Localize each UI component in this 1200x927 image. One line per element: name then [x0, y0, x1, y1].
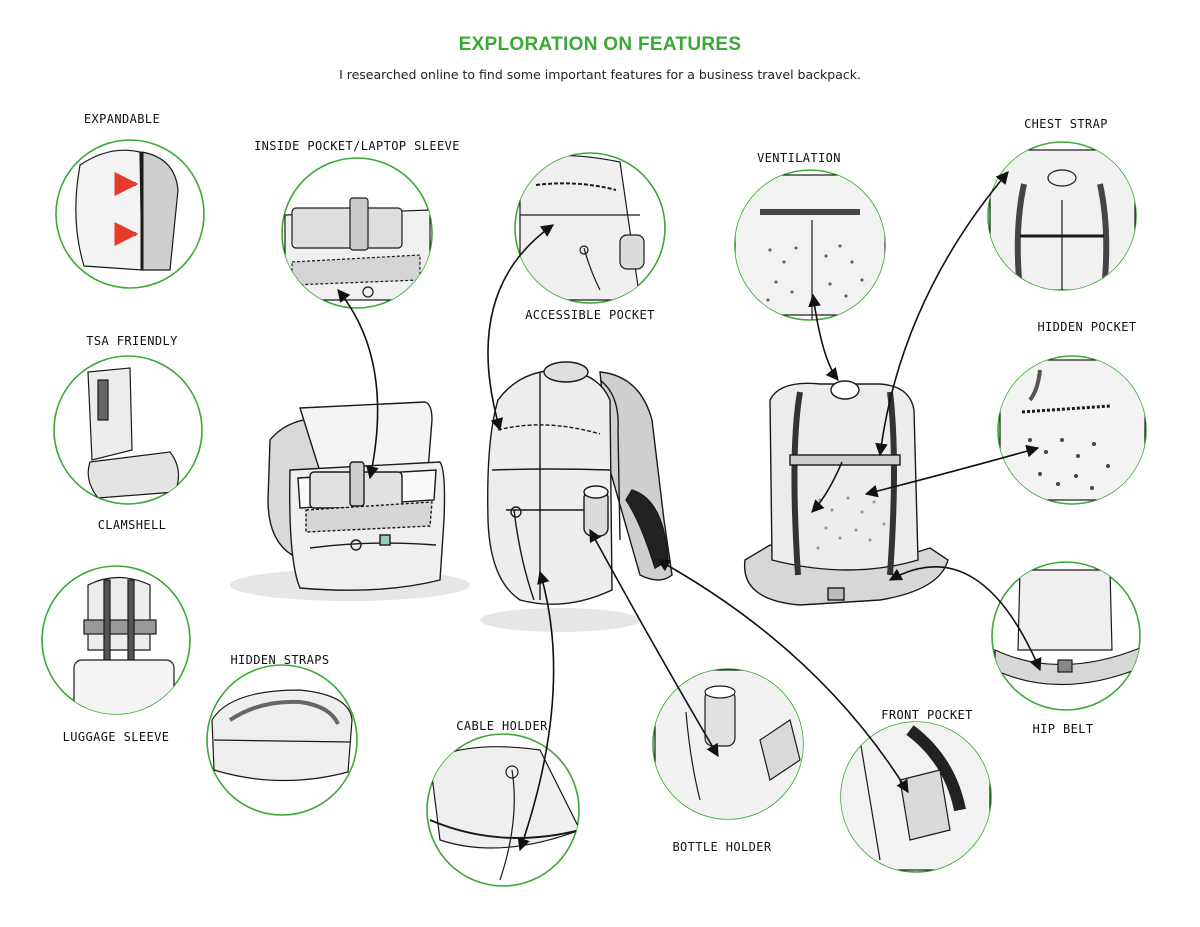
label-clamshell: CLAMSHELL [97, 518, 167, 532]
page-subtitle: I researched online to find some importa… [339, 67, 861, 82]
label-tsa-friendly: TSA FRIENDLY [86, 334, 178, 348]
detail-hip-belt [991, 561, 1141, 711]
front-backpack-sketch [480, 361, 673, 632]
detail-hidden-pocket [997, 355, 1147, 505]
detail-hidden-straps [206, 664, 358, 816]
label-cable-holder: CABLE HOLDER [456, 719, 548, 733]
detail-expandable [55, 139, 205, 289]
label-inside-pocket: INSIDE POCKET/LAPTOP SLEEVE [254, 139, 460, 153]
detail-front-pocket [840, 721, 992, 873]
label-expandable: EXPANDABLE [83, 112, 161, 126]
label-chest-strap: CHEST STRAP [1024, 117, 1108, 131]
detail-chest-strap [987, 141, 1137, 291]
detail-accessible-pocket [514, 152, 666, 304]
detail-cable-holder [426, 733, 580, 887]
connector-arrows [337, 171, 1042, 852]
label-accessible-pocket: ACCESSIBLE POCKET [525, 308, 655, 322]
detail-luggage-sleeve [41, 565, 191, 715]
label-hidden-pocket: HIDDEN POCKET [1037, 320, 1137, 334]
clamshell-backpack-sketch [230, 401, 470, 601]
label-front-pocket: FRONT POCKET [881, 708, 973, 722]
label-hip-belt: HIP BELT [1032, 722, 1094, 736]
page-title: EXPLORATION ON FEATURES [458, 34, 742, 55]
label-ventilation: VENTILATION [757, 151, 841, 165]
back-backpack-sketch [743, 380, 949, 606]
label-hidden-straps: HIDDEN STRAPS [230, 653, 330, 667]
detail-bottle-holder [652, 668, 804, 820]
label-luggage-sleeve: LUGGAGE SLEEVE [62, 730, 170, 744]
detail-inside-pocket [281, 157, 433, 309]
label-bottle-holder: BOTTLE HOLDER [672, 840, 772, 854]
detail-ventilation [734, 169, 886, 321]
detail-tsa-friendly [53, 355, 203, 505]
